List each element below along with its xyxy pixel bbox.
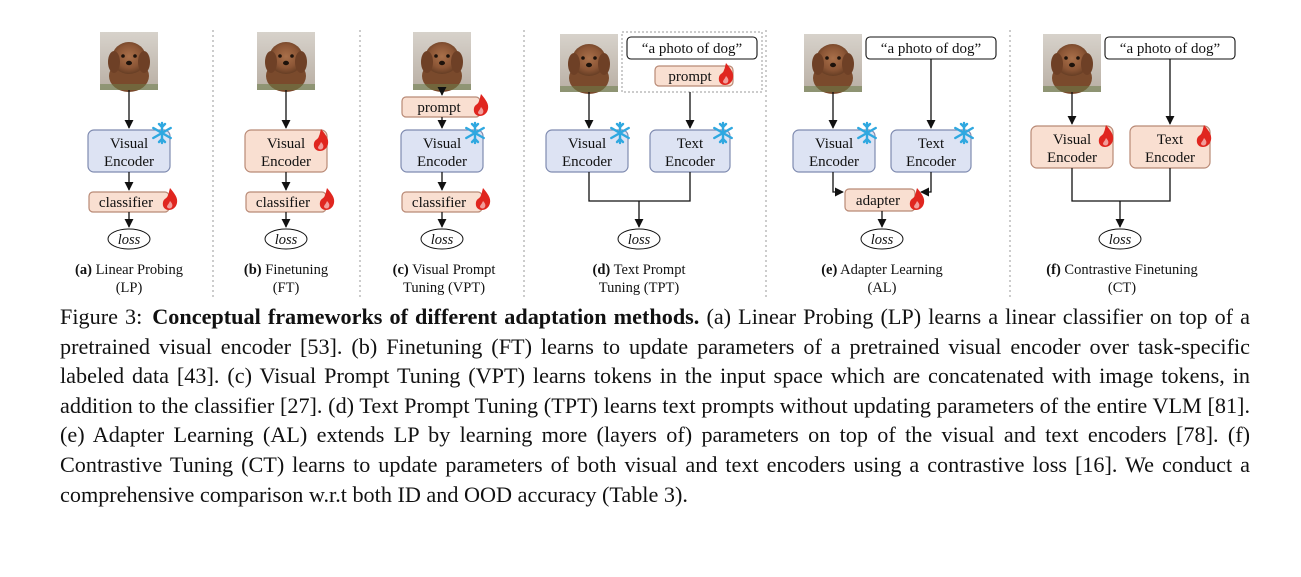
svg-text:(LP): (LP) [116,280,143,296]
adaptation-methods-diagram: Visual Encoder classifier loss (a) Linea… [75,30,1236,298]
panel-finetuning: Visual Encoder classifier loss (b) Finet… [244,32,335,296]
panel-contrastive-finetuning: “a photo of dog” Visual Encoder Text Enc… [1030,34,1236,296]
svg-text:Text: Text [1157,132,1184,148]
svg-text:prompt: prompt [668,69,712,85]
figure-title: Conceptual frameworks of different adapt… [152,304,700,329]
figure-label: Figure 3: [60,304,143,329]
input-image [1043,34,1101,94]
svg-text:Encoder: Encoder [562,154,612,170]
panel-adapter-learning: “a photo of dog” Visual Encoder Text Enc… [792,34,997,296]
svg-text:Encoder: Encoder [809,154,859,170]
svg-text:loss: loss [275,232,298,248]
loss-node [264,228,308,250]
svg-text:classifier: classifier [256,195,310,211]
svg-text:loss: loss [628,232,651,248]
svg-text:loss: loss [871,232,894,248]
svg-text:Visual: Visual [815,136,853,152]
input-image [804,34,862,94]
svg-text:(CT): (CT) [1108,280,1136,296]
svg-text:Encoder: Encoder [1145,150,1195,166]
prompt-group-box [621,31,763,93]
loss-node [420,228,464,250]
panel-text-prompt-tuning: “a photo of dog” prompt Visual Encoder T… [545,31,763,296]
panel-caption: (e) Adapter Learning [821,262,943,278]
loss-node [617,228,661,250]
svg-text:classifier: classifier [99,195,153,211]
panel-caption: (b) Finetuning [244,262,328,278]
svg-text:prompt: prompt [417,100,461,116]
svg-text:Encoder: Encoder [417,154,467,170]
panel-caption: (a) Linear Probing [75,262,183,278]
loss-node [107,228,151,250]
svg-text:Text: Text [677,136,704,152]
svg-text:Encoder: Encoder [1047,150,1097,166]
svg-text:“a photo of dog”: “a photo of dog” [642,41,742,57]
input-image [560,34,618,94]
panel-caption: (f) Contrastive Finetuning [1046,262,1197,278]
svg-text:loss: loss [1109,232,1132,248]
svg-text:Visual: Visual [568,136,606,152]
svg-text:“a photo of dog”: “a photo of dog” [1120,41,1220,57]
visual-encoder [792,129,876,173]
input-image [100,32,158,92]
input-image [413,32,471,92]
svg-text:(AL): (AL) [868,280,897,296]
svg-text:loss: loss [118,232,141,248]
figure-caption: Figure 3: Conceptual frameworks of differ… [60,302,1250,509]
svg-text:loss: loss [431,232,454,248]
svg-text:Visual: Visual [267,136,305,152]
svg-text:Encoder: Encoder [665,154,715,170]
panel-caption: (d) Text Prompt [593,262,686,278]
loss-node [860,228,904,250]
svg-text:Text: Text [918,136,945,152]
visual-encoder [545,129,629,173]
input-image [257,32,315,92]
loss-node [1098,228,1142,250]
svg-text:“a photo of dog”: “a photo of dog” [881,41,981,57]
svg-text:Encoder: Encoder [104,154,154,170]
panel-caption: (c) Visual Prompt [393,262,496,278]
svg-text:classifier: classifier [412,195,466,211]
flame-icon [319,188,335,210]
svg-text:Tuning (VPT): Tuning (VPT) [403,280,485,296]
svg-text:Visual: Visual [1053,132,1091,148]
svg-text:(FT): (FT) [273,280,300,296]
svg-text:Visual: Visual [423,136,461,152]
figure-caption-body: (a) Linear Probing (LP) learns a linear … [60,304,1250,507]
panel-visual-prompt-tuning: prompt Visual Encoder classifier loss (c… [393,32,496,296]
panel-linear-probing: Visual Encoder classifier loss (a) Linea… [75,32,183,296]
svg-text:Tuning (TPT): Tuning (TPT) [599,280,680,296]
svg-text:Visual: Visual [110,136,148,152]
svg-text:adapter: adapter [856,193,900,209]
svg-text:Encoder: Encoder [906,154,956,170]
text-input [626,36,758,60]
flame-icon [475,188,491,210]
svg-text:Encoder: Encoder [261,154,311,170]
flame-icon [162,188,178,210]
